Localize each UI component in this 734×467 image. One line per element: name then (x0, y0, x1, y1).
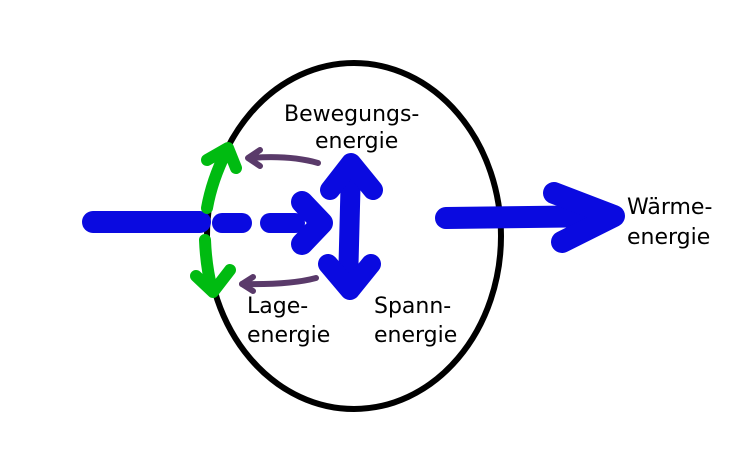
label-kinetic-line1: Bewegungs- (284, 102, 419, 127)
label-kinetic-line2: energie (315, 129, 398, 154)
outgoing-arrow-shaft (435, 205, 621, 229)
label-potential-line1: Lage- (247, 294, 308, 319)
outgoing-arrow-head (543, 182, 625, 253)
label-potential-line2: energie (247, 323, 330, 348)
green-arrows (190, 142, 242, 298)
incoming-energy-arrow (82, 191, 333, 255)
vertical-double-arrow (318, 153, 383, 300)
label-thermal-line2: energie (627, 225, 710, 250)
purple-arrow-upper (247, 154, 321, 166)
purple-arrows (239, 147, 321, 294)
label-thermal-line1: Wärme- (627, 195, 712, 220)
incoming-arrow-head (291, 191, 333, 255)
green-arrow-up-head (201, 142, 242, 174)
outgoing-thermal-arrow (435, 182, 625, 253)
green-arrow-down-head (190, 264, 236, 298)
purple-arrow-lower (239, 275, 319, 288)
double-arrow-bottom-head (318, 254, 381, 300)
label-elastic-line2: energie (374, 323, 457, 348)
purple-arrow-upper-head (245, 147, 263, 169)
double-arrow-shaft (338, 158, 361, 294)
double-arrow-top-head (320, 153, 383, 200)
label-elastic-line1: Spann- (374, 294, 451, 319)
purple-arrow-lower-head (239, 274, 256, 294)
